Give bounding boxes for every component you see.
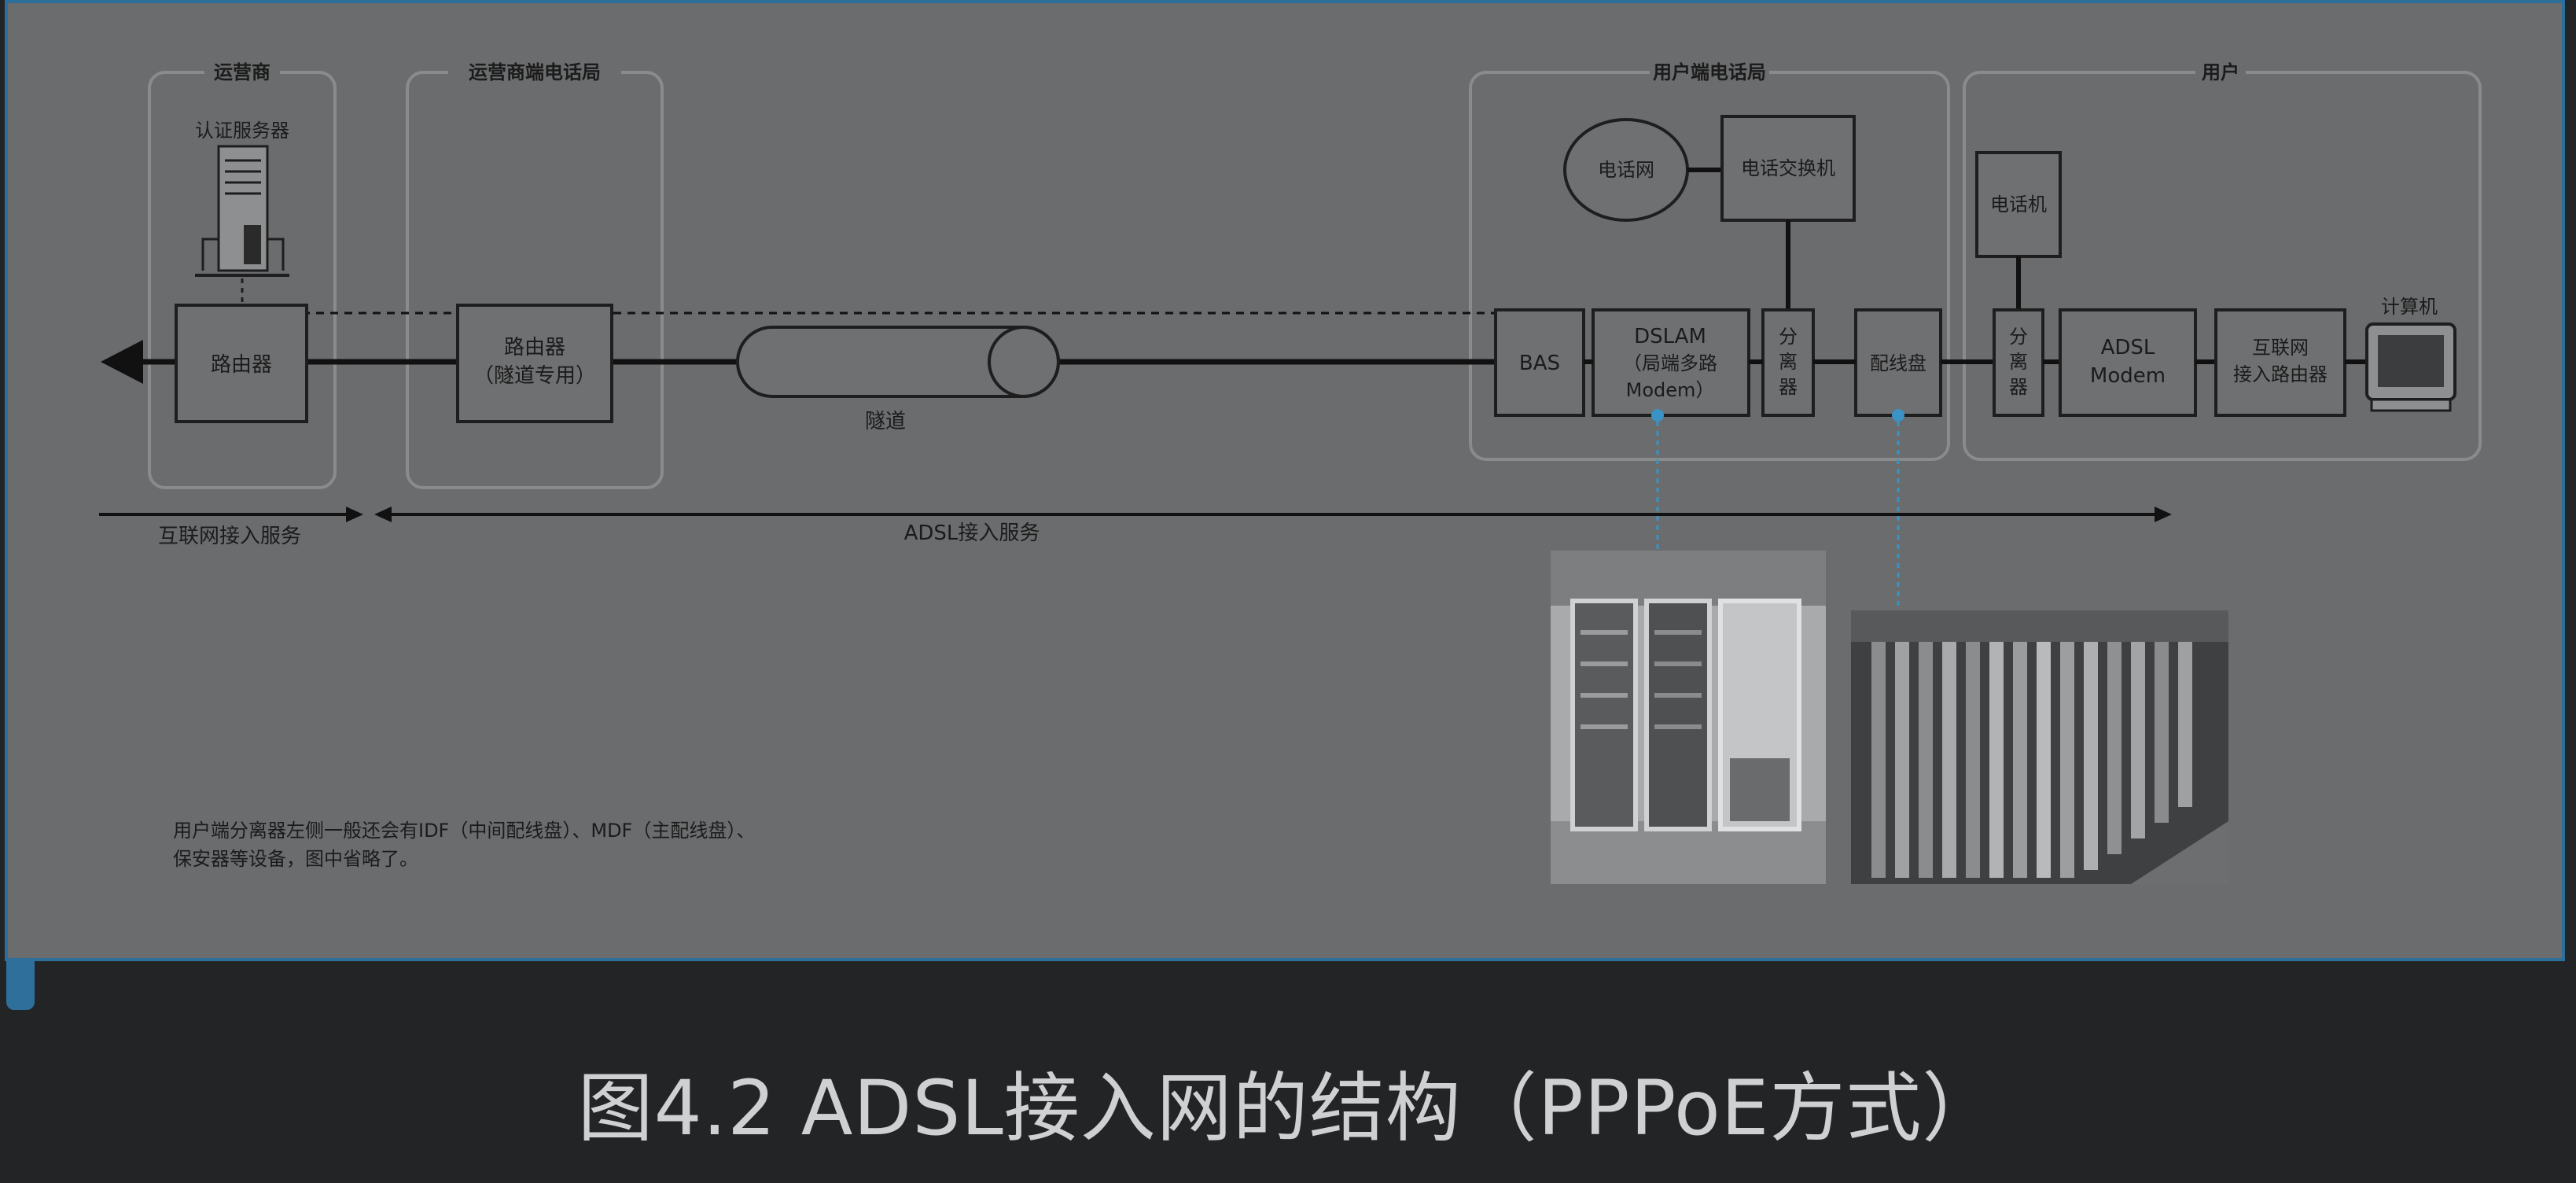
adsl-service-arrow xyxy=(374,507,2172,522)
tunnel-icon xyxy=(736,326,1060,398)
router-carrier-label: 路由器 xyxy=(211,353,272,377)
splitter-user-char2: 离 xyxy=(2009,351,2028,373)
internet-service-arrow xyxy=(99,507,363,522)
router-carrier: 路由器 xyxy=(175,304,308,423)
router-tunnel-line1: 路由器 xyxy=(504,336,565,359)
phone-switch-label: 电话交换机 xyxy=(1741,157,1835,179)
phone-network: 电话网 xyxy=(1563,118,1689,222)
bas-label: BAS xyxy=(1519,352,1560,375)
tunnel-label: 隧道 xyxy=(865,410,906,433)
phone-network-label: 电话网 xyxy=(1598,159,1654,181)
auth-server-label: 认证服务器 xyxy=(195,120,289,142)
diagram-panel: 运营商 运营商端电话局 用户端电话局 用户 认证服务器 xyxy=(5,0,2565,961)
dslam-line2: （局端多路 xyxy=(1623,352,1717,374)
internet-router-line2: 接入路由器 xyxy=(2233,363,2328,385)
bas: BAS xyxy=(1494,308,1585,417)
adsl-modem: ADSL Modem xyxy=(2059,308,2197,417)
note-line2: 保安器等设备，图中省略了。 xyxy=(173,848,418,870)
adsl-modem-line1: ADSL xyxy=(2101,336,2155,359)
group-carrier-office: 运营商端电话局 xyxy=(406,61,664,489)
computer-icon xyxy=(2365,322,2456,412)
adsl-diagram: 运营商 运营商端电话局 用户端电话局 用户 认证服务器 xyxy=(99,61,2482,884)
router-tunnel: 路由器 （隧道专用） xyxy=(456,304,613,423)
telephone: 电话机 xyxy=(1975,151,2062,258)
splitter-user-char3: 器 xyxy=(2009,376,2028,398)
frame-photo-marker xyxy=(1892,409,1904,422)
computer-label: 计算机 xyxy=(2381,296,2438,318)
phone-switch: 电话交换机 xyxy=(1720,115,1856,222)
group-carrier: 运营商 xyxy=(148,61,337,489)
dslam-photo-marker xyxy=(1651,409,1664,422)
internet-service-label: 互联网接入服务 xyxy=(158,525,301,548)
internet-router-line1: 互联网 xyxy=(2252,337,2309,359)
dslam-line1: DSLAM xyxy=(1634,325,1706,348)
group-carrier-office-label: 运营商端电话局 xyxy=(469,61,601,83)
distribution-frame-label: 配线盘 xyxy=(1870,352,1926,374)
internet-router: 互联网 接入路由器 xyxy=(2214,308,2346,417)
group-user: 用户 xyxy=(1963,61,2482,461)
note-line1: 用户端分离器左侧一般还会有IDF（中间配线盘）、MDF（主配线盘）、 xyxy=(173,820,755,842)
splitter-office-char1: 分 xyxy=(1779,326,1798,348)
router-tunnel-line2: （隧道专用） xyxy=(473,364,596,388)
dslam-rack-photo xyxy=(1551,551,1826,884)
splitter-office: 分 离 器 xyxy=(1761,308,1815,417)
telephone-label: 电话机 xyxy=(1990,193,2047,216)
dslam-line3: Modem） xyxy=(1626,379,1715,401)
figure-caption: 图4.2 ADSL接入网的结构（PPPoE方式） xyxy=(577,1063,1999,1152)
splitter-user-char1: 分 xyxy=(2009,326,2028,348)
group-user-label: 用户 xyxy=(2202,61,2239,83)
server-icon xyxy=(195,145,289,277)
adsl-modem-line2: Modem xyxy=(2090,364,2166,388)
adsl-service-label: ADSL接入服务 xyxy=(904,521,1040,545)
splitter-user: 分 离 器 xyxy=(1993,308,2044,417)
left-arrow-icon xyxy=(101,340,143,384)
distribution-frame: 配线盘 xyxy=(1854,308,1942,417)
distribution-frame-photo xyxy=(1851,610,2228,884)
scrollbar-thumb[interactable] xyxy=(6,958,35,1010)
splitter-office-char3: 器 xyxy=(1779,376,1798,398)
group-user-office: 用户端电话局 xyxy=(1469,61,1950,461)
group-user-office-label: 用户端电话局 xyxy=(1653,61,1766,83)
group-carrier-label: 运营商 xyxy=(214,61,270,83)
splitter-office-char2: 离 xyxy=(1779,351,1798,373)
dslam: DSLAM （局端多路 Modem） xyxy=(1592,308,1750,417)
